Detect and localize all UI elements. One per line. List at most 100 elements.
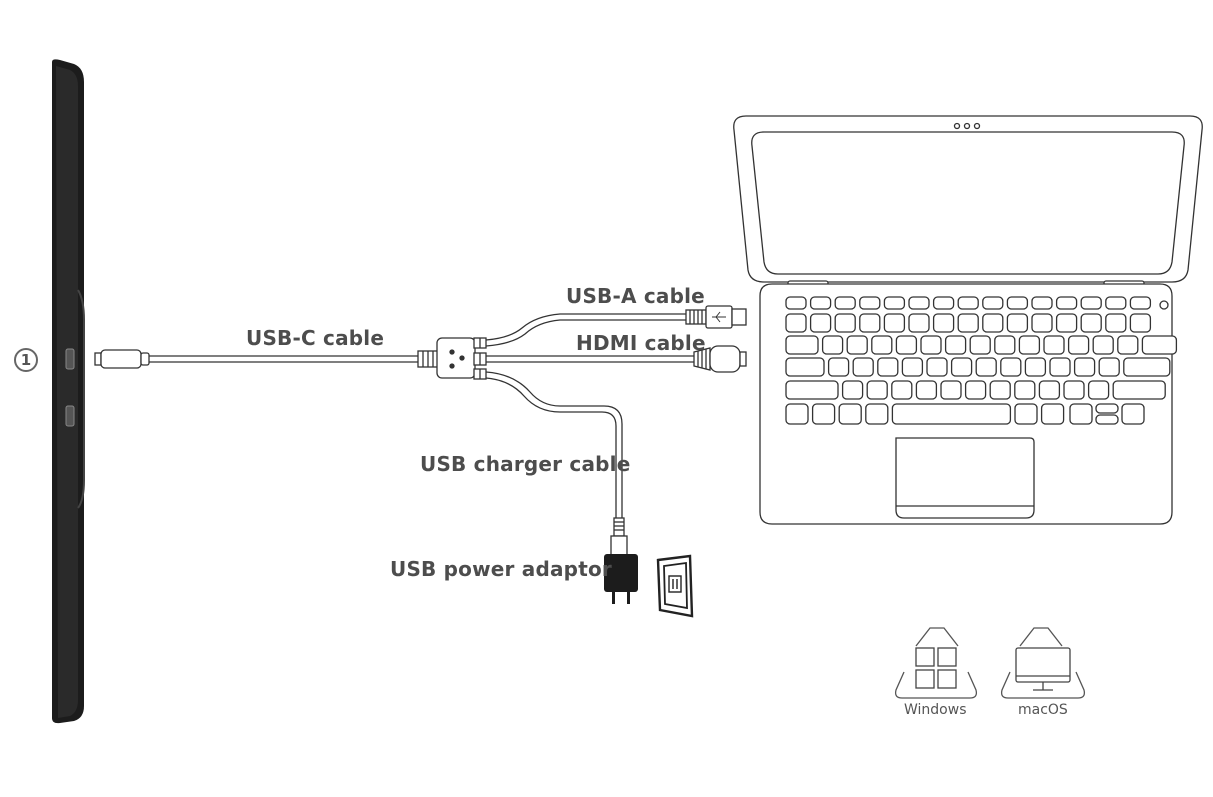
keyboard-key (1040, 403, 1065, 425)
usb-power-adaptor-icon (604, 554, 638, 604)
keyboard-key (950, 357, 973, 377)
keyboard-key (915, 380, 938, 400)
hdmi-cable (486, 345, 747, 373)
keyboard-key (883, 296, 906, 310)
macos-label: macOS (1018, 702, 1068, 718)
usb-a-cable (485, 305, 747, 347)
keyboard-key (785, 357, 825, 377)
keyboard-key (1080, 313, 1102, 333)
keyboard-key (1105, 296, 1127, 310)
usb-a-cable-label: USB-A cable (566, 284, 705, 308)
keyboard-key (811, 403, 836, 425)
keyboard-key (846, 335, 868, 355)
keyboard-key (1069, 403, 1093, 425)
windows-logo-icon (894, 627, 978, 699)
usb-c-cable (94, 349, 439, 369)
keyboard-key (821, 335, 844, 355)
keyboard-key (957, 313, 979, 333)
keyboard-key (1024, 357, 1047, 377)
keyboard-key (865, 403, 889, 425)
keyboard-key (859, 296, 881, 310)
keyboard-key (1092, 335, 1114, 355)
keyboard-key (944, 335, 967, 355)
keyboard-key (1038, 380, 1061, 400)
keyboard-key (1014, 403, 1038, 425)
keyboard-key (852, 357, 874, 377)
keyboard-key (901, 357, 924, 377)
keyboard-key (1112, 380, 1166, 400)
keyboard-key (785, 335, 819, 355)
keyboard-key (883, 313, 906, 333)
keyboard-key (785, 403, 809, 425)
keyboard-key (871, 335, 893, 355)
keyboard-key (1087, 380, 1110, 400)
keyboard-key (785, 296, 807, 310)
keyboard-key (1031, 296, 1053, 310)
keyboard-key (982, 296, 1004, 310)
keyboard-key (1055, 313, 1078, 333)
keyboard-key (1031, 313, 1053, 333)
keyboard-key (1141, 335, 1178, 355)
keyboard-key (1049, 357, 1071, 377)
keyboard-key (969, 335, 991, 355)
keyboard-key (1121, 403, 1145, 425)
usb-c-cable-label: USB-C cable (246, 326, 385, 350)
windows-label: Windows (904, 702, 967, 718)
laptop-keyboard (785, 296, 1178, 425)
cable-splitter-hub (436, 337, 487, 380)
macos-monitor-icon (1000, 627, 1086, 699)
keyboard-key (932, 313, 955, 333)
keyboard-key (877, 357, 899, 377)
keyboard-key (859, 313, 881, 333)
keyboard-key (891, 380, 913, 400)
keyboard-key (964, 380, 987, 400)
keyboard-key (827, 357, 850, 377)
keyboard-key (982, 313, 1004, 333)
keyboard-key (1006, 296, 1029, 310)
keyboard-key (1067, 335, 1090, 355)
keyboard-key (891, 403, 1012, 425)
keyboard-key (785, 380, 839, 400)
keyboard-key (1105, 313, 1127, 333)
keyboard-key (809, 296, 832, 310)
keyboard-key (932, 296, 955, 310)
keyboard-key (1095, 403, 1119, 414)
keyboard-key (940, 380, 962, 400)
keyboard-key (866, 380, 888, 400)
keyboard-key (838, 403, 862, 425)
keyboard-key (1043, 335, 1065, 355)
keyboard-key (785, 313, 807, 333)
usb-charger-cable (485, 371, 628, 557)
wall-socket-icon (656, 554, 694, 618)
keyboard-key (926, 357, 948, 377)
tablet-display-icon (52, 59, 85, 724)
keyboard-key (1098, 357, 1120, 377)
keyboard-key (1006, 313, 1029, 333)
keyboard-key (908, 313, 930, 333)
keyboard-key (895, 335, 918, 355)
keyboard-key (1129, 313, 1152, 333)
keyboard-key (1055, 296, 1078, 310)
keyboard-key (1063, 380, 1085, 400)
keyboard-key (1095, 414, 1119, 425)
keyboard-key (957, 296, 979, 310)
keyboard-key (908, 296, 930, 310)
keyboard-key (989, 380, 1011, 400)
keyboard-key (809, 313, 832, 333)
hdmi-cable-label: HDMI cable (576, 331, 706, 355)
keyboard-key (1073, 357, 1096, 377)
laptop-icon (733, 115, 1203, 525)
keyboard-key (834, 296, 856, 310)
step-number-badge: 1 (14, 348, 38, 372)
keyboard-key (1000, 357, 1022, 377)
keyboard-key (1018, 335, 1041, 355)
keyboard-key (841, 380, 864, 400)
keyboard-key (920, 335, 942, 355)
keyboard-key (994, 335, 1016, 355)
keyboard-key (1123, 357, 1171, 377)
keyboard-key (1117, 335, 1139, 355)
usb-charger-cable-label: USB charger cable (420, 452, 631, 476)
keyboard-key (1129, 296, 1152, 310)
